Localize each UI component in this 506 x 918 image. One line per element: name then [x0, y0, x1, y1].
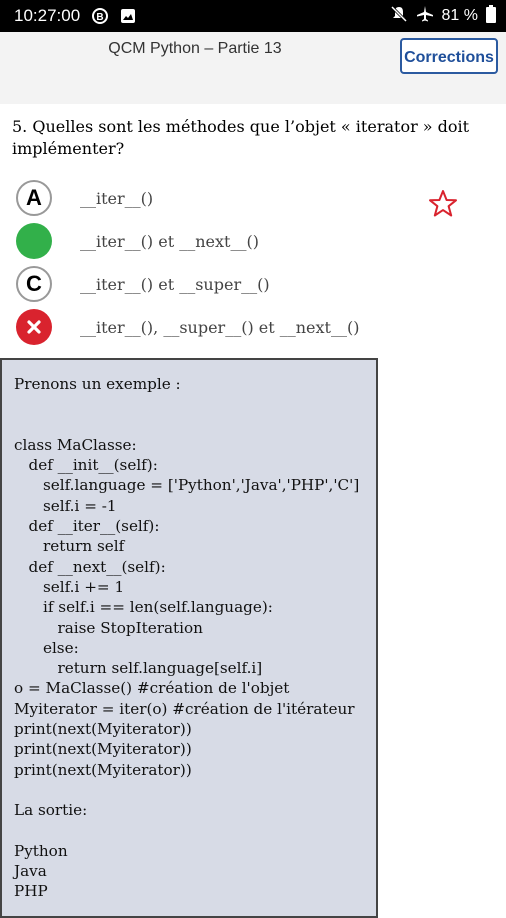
answer-text: __iter__() et __next__() — [80, 231, 259, 251]
image-icon — [120, 8, 136, 24]
star-icon[interactable] — [428, 189, 458, 219]
answer-text: __iter__() et __super__() — [80, 274, 270, 294]
explanation-panel: Prenons un exemple : class MaClasse: def… — [0, 358, 378, 918]
answer-option-a[interactable]: A __iter__() — [16, 180, 153, 216]
status-time: 10:27:00 — [14, 6, 81, 25]
close-icon — [27, 320, 41, 334]
mute-icon — [390, 5, 408, 28]
correct-answer-badge — [16, 223, 52, 259]
explanation-text: Prenons un exemple : class MaClasse: def… — [14, 375, 360, 901]
svg-text:B: B — [96, 12, 103, 23]
app-header: QCM Python – Partie 13 Corrections — [0, 32, 506, 104]
answer-text: __iter__() — [80, 188, 154, 208]
answer-option-b[interactable]: __iter__() et __next__() — [16, 223, 259, 259]
b-badge-icon: B — [92, 8, 108, 24]
answer-text: __iter__(), __super__() et __next__() — [80, 317, 360, 337]
page-title: QCM Python – Partie 13 — [108, 40, 282, 57]
answer-badge: C — [16, 266, 52, 302]
corrections-button[interactable]: Corrections — [400, 38, 498, 74]
status-bar: 10:27:00 B 81 % — [0, 0, 506, 32]
question-text: 5. Quelles sont les méthodes que l’objet… — [12, 117, 470, 158]
wrong-answer-badge — [16, 309, 52, 345]
battery-level: 81 % — [441, 7, 478, 24]
answer-option-c[interactable]: C __iter__() et __super__() — [16, 266, 270, 302]
answer-option-d[interactable]: __iter__(), __super__() et __next__() — [16, 309, 359, 345]
battery-icon — [486, 4, 496, 28]
answer-badge: A — [16, 180, 52, 216]
airplane-icon — [416, 5, 434, 28]
